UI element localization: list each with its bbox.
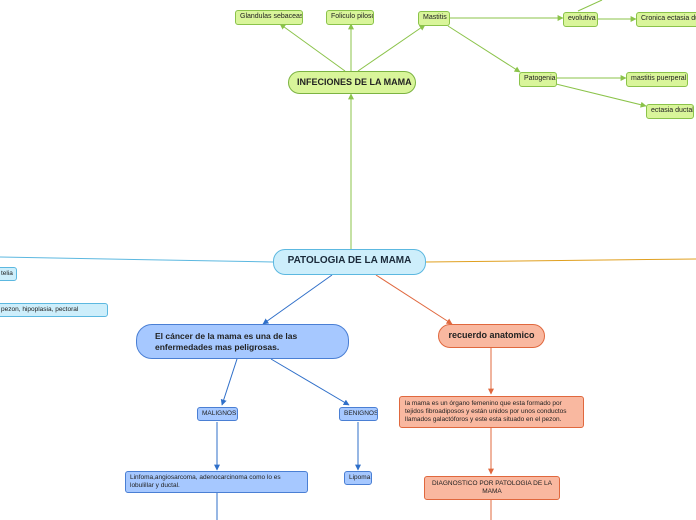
- node-patogenia[interactable]: Patogenia: [519, 72, 557, 87]
- link-root-anatomico: [375, 274, 453, 325]
- node-cancer-mama[interactable]: El cáncer de la mama es una de las enfer…: [136, 324, 349, 359]
- node-infecciones-mama[interactable]: INFECIONES DE LA MAMA: [288, 71, 416, 94]
- link-evolutiva-up: [577, 0, 603, 12]
- link-root-left: [0, 256, 274, 263]
- node-diagnostico[interactable]: DIAGNOSTICO POR PATOLOGIA DE LA MAMA: [424, 476, 560, 501]
- node-lipoma[interactable]: Lipoma: [344, 471, 372, 486]
- node-malignos[interactable]: MALIGNOS: [197, 407, 238, 422]
- link-mastitis-patogenia: [447, 25, 521, 73]
- link-root-right: [425, 258, 696, 263]
- node-recuerdo-anatomico[interactable]: recuerdo anatomico: [438, 324, 545, 348]
- link-infecciones-mastitis: [357, 24, 426, 72]
- node-left-telia[interactable]: telia: [0, 267, 17, 282]
- node-foliculo-piloso[interactable]: Foliculo piloso: [326, 10, 374, 25]
- link-infecciones-glandulas: [279, 23, 346, 72]
- node-ectasia-ductal[interactable]: ectasia ductal: [646, 104, 694, 119]
- node-mastitis[interactable]: Mastitis: [418, 11, 450, 26]
- link-cancer-malignos: [220, 358, 238, 406]
- node-glandulas-sebaceas[interactable]: Glandulas sebaceas: [235, 10, 303, 25]
- node-mastitis-puerperal[interactable]: mastitis puerperal: [626, 72, 688, 87]
- link-patogenia-ectasia: [555, 83, 647, 108]
- link-root-cancer: [262, 274, 333, 325]
- node-benignos[interactable]: BENIGNOS: [339, 407, 378, 422]
- node-malignos-descripcion[interactable]: Linfoma,angiosarcoma, adenocarcinoma com…: [125, 471, 308, 494]
- node-left-pezon[interactable]: pezon, hipoplasia, pectoral: [0, 303, 108, 318]
- node-patologia-mama[interactable]: PATOLOGIA DE LA MAMA: [273, 249, 426, 275]
- node-evolutiva[interactable]: evolutiva: [563, 12, 598, 27]
- link-cancer-benignos: [270, 358, 350, 406]
- node-cronica-ectasia[interactable]: Cronica ectasia ductal: [636, 12, 696, 27]
- node-anatomico-descripcion[interactable]: la mama es un órgano femenino que esta f…: [399, 396, 584, 428]
